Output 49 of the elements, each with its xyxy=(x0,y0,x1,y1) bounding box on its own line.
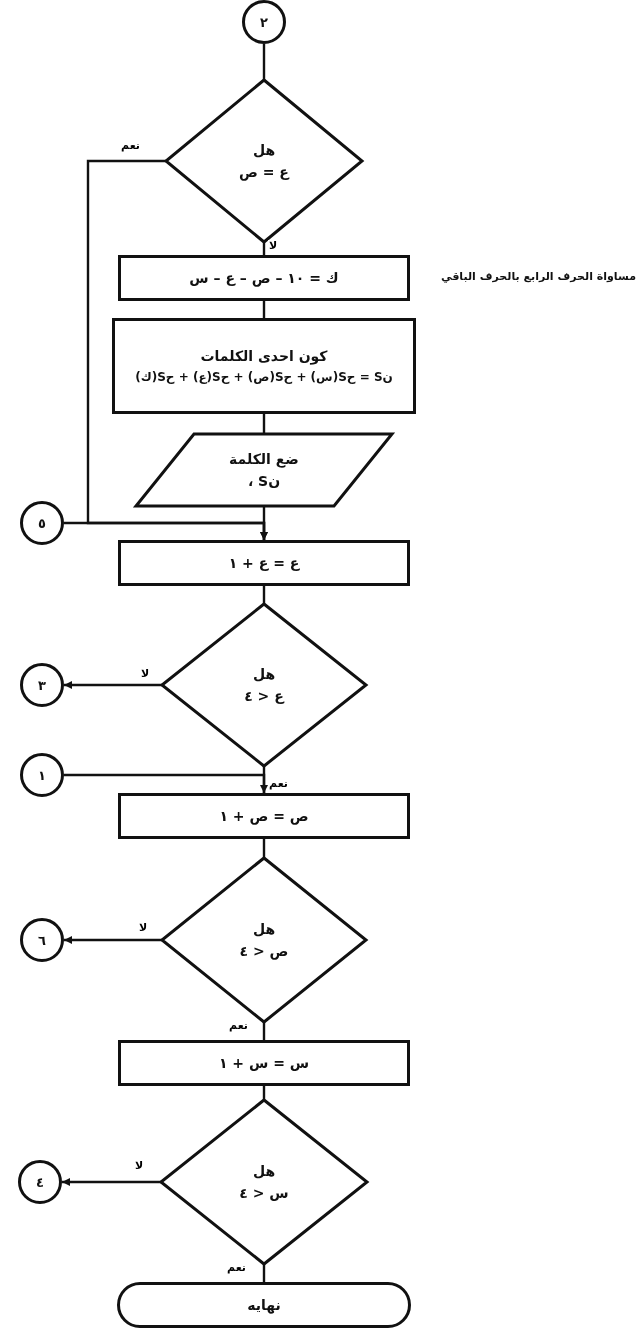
node-heading: هل xyxy=(252,1163,276,1179)
node-heading: ضع الكلمة xyxy=(229,451,299,467)
decision-diamond xyxy=(161,1100,367,1264)
decision-diamond xyxy=(166,80,362,242)
connector-circle xyxy=(242,0,286,44)
terminator-box xyxy=(117,1282,411,1328)
node-text: ص < ٤ xyxy=(239,943,289,959)
node-text: ك = ١٠ – ص – ع – س xyxy=(189,270,339,286)
node-text: نS ، xyxy=(247,473,281,489)
input-output-parallelogram xyxy=(136,434,392,506)
node-text: ع = ع + ١ xyxy=(228,555,300,571)
connector-circle xyxy=(20,501,64,545)
node-text: ٦ xyxy=(38,932,46,948)
node-text: ٣ xyxy=(38,677,46,693)
arrow xyxy=(64,773,268,793)
arrow xyxy=(64,521,268,540)
decision-diamond xyxy=(162,604,366,766)
process-box xyxy=(112,318,416,414)
node-text: ٥ xyxy=(38,515,46,531)
node-text: ١ xyxy=(38,767,46,783)
connector-circle xyxy=(18,1160,62,1204)
node-text: ع = ص xyxy=(239,164,289,180)
node-text: ص = ص + ١ xyxy=(219,808,309,824)
node-heading: هل xyxy=(252,921,276,937)
process-box xyxy=(118,1040,410,1086)
side-note: مساواة الحرف الرابع بالحرف الباقي xyxy=(441,270,636,283)
node-text: نS = حS(س) + حS(ص) + حS(ع) + حS(ك) xyxy=(135,370,393,384)
connector-line xyxy=(262,414,266,434)
arrow xyxy=(64,936,162,944)
node-text: ع < ٤ xyxy=(244,688,284,704)
process-box xyxy=(118,540,410,586)
arrow xyxy=(62,1178,161,1186)
connector-line xyxy=(262,839,266,858)
node-text: نهايه xyxy=(247,1297,281,1313)
connector-circle xyxy=(20,918,64,962)
node-text: ٢ xyxy=(260,14,268,30)
node-text: ٤ xyxy=(36,1174,44,1190)
decision-diamond xyxy=(162,858,366,1022)
connector-circle xyxy=(20,753,64,797)
process-box xyxy=(118,255,410,301)
node-text: س = س + ١ xyxy=(218,1055,310,1071)
connector-circle xyxy=(20,663,64,707)
node-heading: هل xyxy=(252,142,276,158)
node-heading: هل xyxy=(252,666,276,682)
process-box xyxy=(118,793,410,839)
arrow xyxy=(64,681,162,689)
node-text: س < ٤ xyxy=(239,1185,289,1201)
node-heading: كون احدى الكلمات xyxy=(200,348,328,364)
connector-line xyxy=(262,44,266,80)
